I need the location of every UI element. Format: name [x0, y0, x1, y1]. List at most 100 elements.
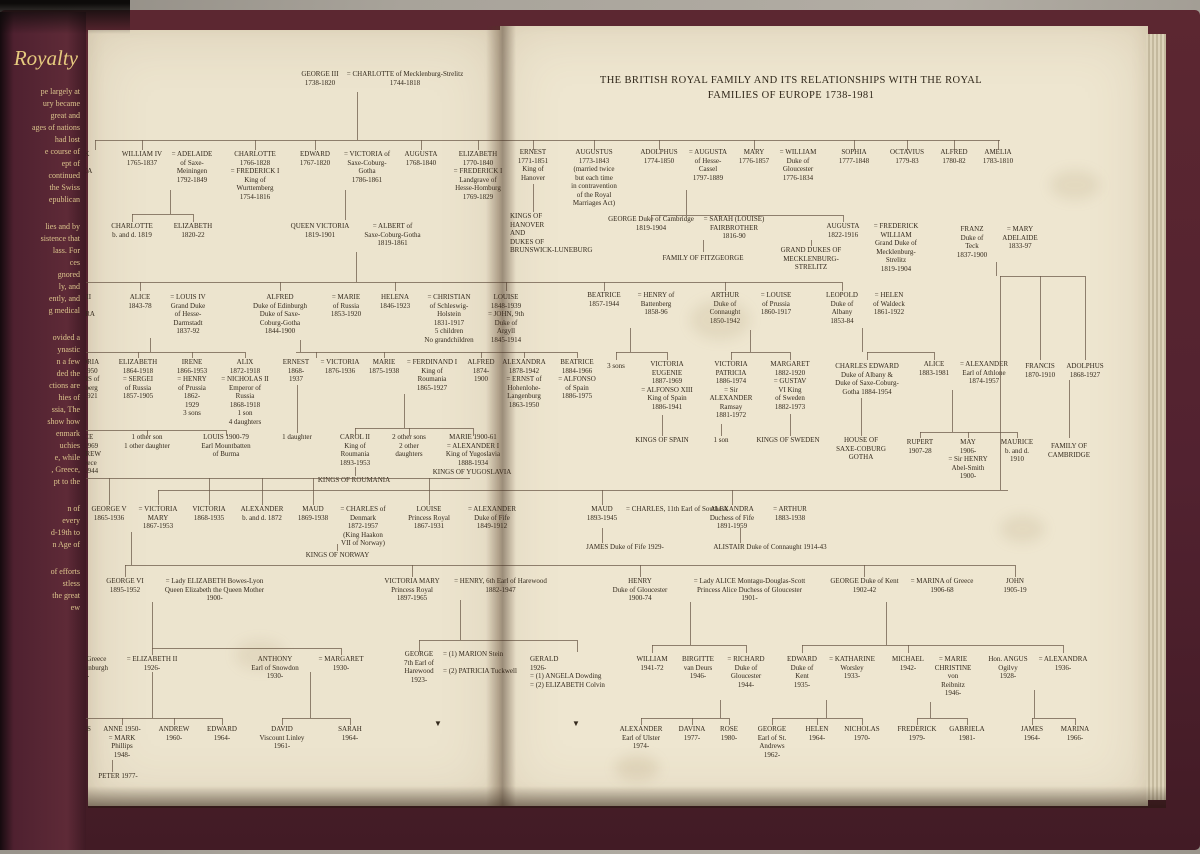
tree-node: = MARGARET 1930-	[318, 655, 364, 672]
tree-node: = MARINA of Greece 1906-68	[910, 577, 974, 594]
tree-node: = CHARLOTTE of Mecklenburg-Strelitz 1744…	[346, 70, 464, 87]
connector-line	[854, 140, 855, 150]
connector-line	[337, 544, 338, 551]
flap-text-line: n Age of	[52, 540, 80, 549]
tree-node: FREDERICK 1979-	[897, 725, 937, 742]
tree-node: = AUGUSTA of Hesse- Cassel 1797-1889	[688, 148, 728, 182]
tree-node: = MARIE CHRISTINE von Reibnitz 1946-	[934, 655, 972, 698]
connector-line	[122, 718, 123, 725]
tree-node: = CHRISTIAN of Schleswig- Holstein 1831-…	[424, 293, 474, 344]
tree-node: HELENA 1846-1923	[379, 293, 411, 310]
tree-node: ADOLPHUS 1774-1850	[640, 148, 678, 165]
flap-text-line: ded the	[56, 369, 80, 378]
flap-title: Royalty	[13, 46, 78, 70]
flap-text-line: ynastic	[57, 345, 80, 354]
connector-line	[95, 140, 1000, 141]
tree-node: AMELIA 1783-1810	[982, 148, 1014, 165]
chart-title: THE BRITISH ROYAL FAMILY AND ITS RELATIO…	[556, 74, 1026, 103]
connector-line	[862, 328, 863, 352]
tree-node: VICTORIA PATRICIA 1886-1974 = Sir ALEXAN…	[709, 360, 753, 420]
connector-line	[811, 240, 812, 246]
tree-node: ANNE 1950- = MARK Phillips 1948-	[103, 725, 141, 759]
tree-node: MAUD 1869-1938	[297, 505, 329, 522]
tree-node: BEATRICE 1857-1944	[587, 291, 621, 308]
flap-text-line: d-19th to	[50, 528, 80, 537]
connector-line	[842, 282, 843, 291]
connector-line	[1085, 276, 1086, 360]
connector-line	[316, 352, 317, 358]
tree-node: EDWARD 1767-1820	[299, 150, 331, 167]
connector-line	[690, 602, 691, 645]
connector-line	[731, 352, 732, 360]
connector-line	[861, 398, 862, 436]
connector-line	[174, 718, 175, 725]
tree-node: MARGARET 1882-1920 = GUSTAV VI King of S…	[770, 360, 810, 411]
flap-text-line: sistence that	[40, 234, 80, 243]
tree-node: WILLIAM IV 1765-1837	[121, 150, 163, 167]
tree-node: CAROL II King of Roumania 1893-1953	[339, 433, 371, 467]
connector-line	[686, 190, 687, 215]
connector-line	[132, 214, 133, 222]
tree-node: HOUSE OF SAXE-COBURG GOTHA	[836, 436, 886, 462]
connector-line	[577, 640, 578, 652]
connector-line	[1063, 645, 1064, 653]
tree-node: ANDREW 1960-	[158, 725, 190, 742]
tree-node: KINGS OF SWEDEN	[756, 436, 820, 444]
connector-line	[750, 330, 751, 352]
connector-line	[667, 352, 668, 360]
connector-line	[602, 528, 603, 543]
tree-node: = FREDERICK WILLIAM Grand Duke of Meckle…	[873, 222, 919, 273]
tree-node: FAMILY OF CAMBRIDGE	[1047, 442, 1090, 459]
tree-node: HENRY Duke of Gloucester 1900-74	[612, 577, 668, 603]
tree-node: = Lady ELIZABETH Bowes-Lyon Queen Elizab…	[164, 577, 265, 603]
flap-text-line: lies and by	[45, 222, 80, 231]
tree-node: JAMES 1964-	[1020, 725, 1044, 742]
connector-line	[640, 565, 641, 577]
connector-line	[998, 140, 999, 150]
connector-line	[662, 415, 663, 436]
connector-line	[355, 428, 473, 429]
tree-node: ROSE 1980-	[720, 725, 738, 742]
tree-node: ALEXANDER Earl of Ulster 1974-	[619, 725, 663, 751]
connector-line	[193, 214, 194, 222]
connector-line	[533, 140, 534, 150]
tree-node: 3 sons	[607, 362, 625, 370]
flap-text-line: had lost	[54, 135, 80, 144]
connector-line	[138, 352, 139, 358]
tree-node: GRAND DUKES OF MECKLENBURG- STRELITZ	[780, 246, 842, 272]
tree-node: 1 daughter	[282, 433, 312, 441]
connector-line	[740, 528, 741, 543]
connector-line	[395, 282, 396, 291]
tree-node: = VICTORIA 1876-1936	[320, 358, 360, 375]
tree-node: ALFRED Duke of Edinburgh Duke of Saxe- C…	[253, 293, 307, 336]
connector-line	[419, 640, 420, 652]
flap-text-line: ctions are	[49, 381, 80, 390]
connector-line	[917, 718, 967, 719]
tree-node: MARIE 1875-1938	[368, 358, 400, 375]
connector-line	[357, 92, 358, 140]
chart-title-line1: THE BRITISH ROYAL FAMILY AND ITS RELATIO…	[599, 75, 983, 86]
flap-text-line: great and	[50, 111, 80, 120]
tree-node: JOHN 1905-19	[1003, 577, 1027, 594]
tree-node: GEORGE V 1865-1936	[91, 505, 127, 522]
connector-line	[429, 478, 430, 505]
tree-node: = HENRY, 6th Earl of Harewood 1882-1947	[454, 577, 547, 594]
connector-line	[350, 718, 351, 725]
tree-node: JAMES Duke of Fife 1929-	[586, 543, 664, 551]
connector-line	[1032, 718, 1033, 725]
connector-line	[917, 718, 918, 725]
connector-line	[867, 352, 934, 353]
connector-line	[652, 645, 653, 653]
connector-line	[604, 282, 605, 291]
tree-node: ▼	[434, 719, 442, 728]
connector-line	[282, 718, 350, 719]
connector-line	[533, 184, 534, 212]
tree-node: MAURICE b. and d. 1910	[1000, 438, 1034, 464]
tree-node: AUGUSTA 1768-1840	[404, 150, 438, 167]
tree-node: LOUISE Princess Royal 1867-1931	[408, 505, 450, 531]
tree-node: = (1) MARION Stein = (2) PATRICIA Tuckwe…	[443, 650, 517, 676]
tree-node: ALEXANDER b. and d. 1872	[240, 505, 284, 522]
connector-line	[720, 700, 721, 718]
